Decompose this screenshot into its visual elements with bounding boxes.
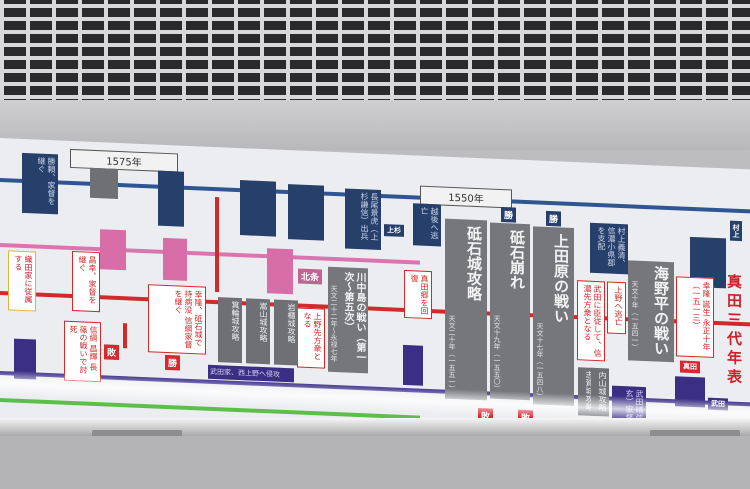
battle-name: 川中島の戦い（第一次〜第五次） [342, 271, 365, 363]
event-box: 幸隆、砥石城で持病没 信綱家督を継ぐ [148, 284, 206, 355]
event-box [288, 184, 324, 241]
event-box [90, 167, 118, 199]
event-box [403, 344, 423, 386]
lose-tag: 敗 [104, 344, 120, 360]
event-box: 昌幸、家督を継ぐ [72, 251, 100, 313]
battle-name: 砥石城攻略 [465, 225, 483, 302]
battle-box: 海野平の戦い 天文十年（一五四一） [628, 260, 674, 363]
battle-date: 天文十年（一五四一） [631, 280, 639, 351]
event-box: 幸隆 誕生 永正十年（一五一三） [676, 276, 714, 358]
battle-box: 川中島の戦い（第一次〜第五次） 天文二十二年〜永禄七年 [328, 266, 368, 374]
battle-date: 天文十七年（一五四八） [536, 322, 544, 400]
event-box: 勝頼、家督を継ぐ [22, 152, 58, 215]
battle-name: 上田原の戦い [552, 233, 570, 324]
win-tag: 勝 [546, 210, 562, 227]
siege-box: 岩櫃城攻略 [274, 299, 298, 366]
hojo-tag: 北条 [298, 268, 323, 285]
frame-hinge [92, 430, 182, 438]
event-box: 武田に臣従して、信濃先方衆となる [577, 280, 605, 362]
sanada-tag: 真田 [680, 360, 700, 374]
win-tag: 勝 [501, 206, 517, 223]
frame-hinge [650, 430, 740, 438]
event-box: 越後へ逃亡 [413, 203, 441, 247]
event-box [267, 248, 293, 295]
battle-box: 上田原の戦い 天文十七年（一五四八） [533, 226, 574, 407]
poster-title: 真田三代年表 [725, 273, 743, 389]
siege-box: 箕輪城攻略 [218, 297, 242, 364]
event-box: 村上義清、信濃小県郡を支配 [590, 222, 628, 275]
battle-name: 砥石崩れ [508, 229, 526, 291]
battle-date: 天文二十二年〜永禄七年 [330, 284, 338, 363]
timeline-poster: 1575年 1550年 勝頼、家督を継ぐ 越後へ逃亡 村上義清、信濃小県郡を支配… [0, 138, 750, 455]
battle-box: 砥石城攻略 天文二十年（一五五一） [445, 218, 487, 401]
murakami-tag: 村上 [730, 220, 742, 242]
event-box: 真田郷を回復 [404, 269, 432, 320]
event-box [163, 237, 187, 281]
event-box [240, 180, 276, 237]
wall-panel [0, 436, 750, 489]
battle-date: 天文二十年（一五五一） [448, 314, 456, 393]
event-box [158, 170, 184, 227]
event-box: 上野先方衆となる [297, 307, 325, 369]
event-box [100, 229, 126, 271]
poster-frame [0, 418, 750, 436]
win-tag: 勝 [165, 354, 181, 371]
event-box: 長尾景虎（上杉謙信）出兵 [345, 188, 381, 250]
uesugi-tag: 上杉 [384, 224, 404, 237]
ceiling-vent [0, 0, 750, 112]
event-box: 上野へ逃亡 [607, 281, 626, 335]
siege-box: 嵩山城攻略 [246, 298, 270, 365]
battle-box: 砥石崩れ 天文十九年（一五五〇） [490, 222, 530, 401]
battle-name: 海野平の戦い [652, 265, 670, 357]
event-box: 織田家に従属する [8, 250, 36, 312]
ceiling-panel [0, 100, 750, 150]
battle-date: 天文十九年（一五五〇） [493, 314, 501, 392]
